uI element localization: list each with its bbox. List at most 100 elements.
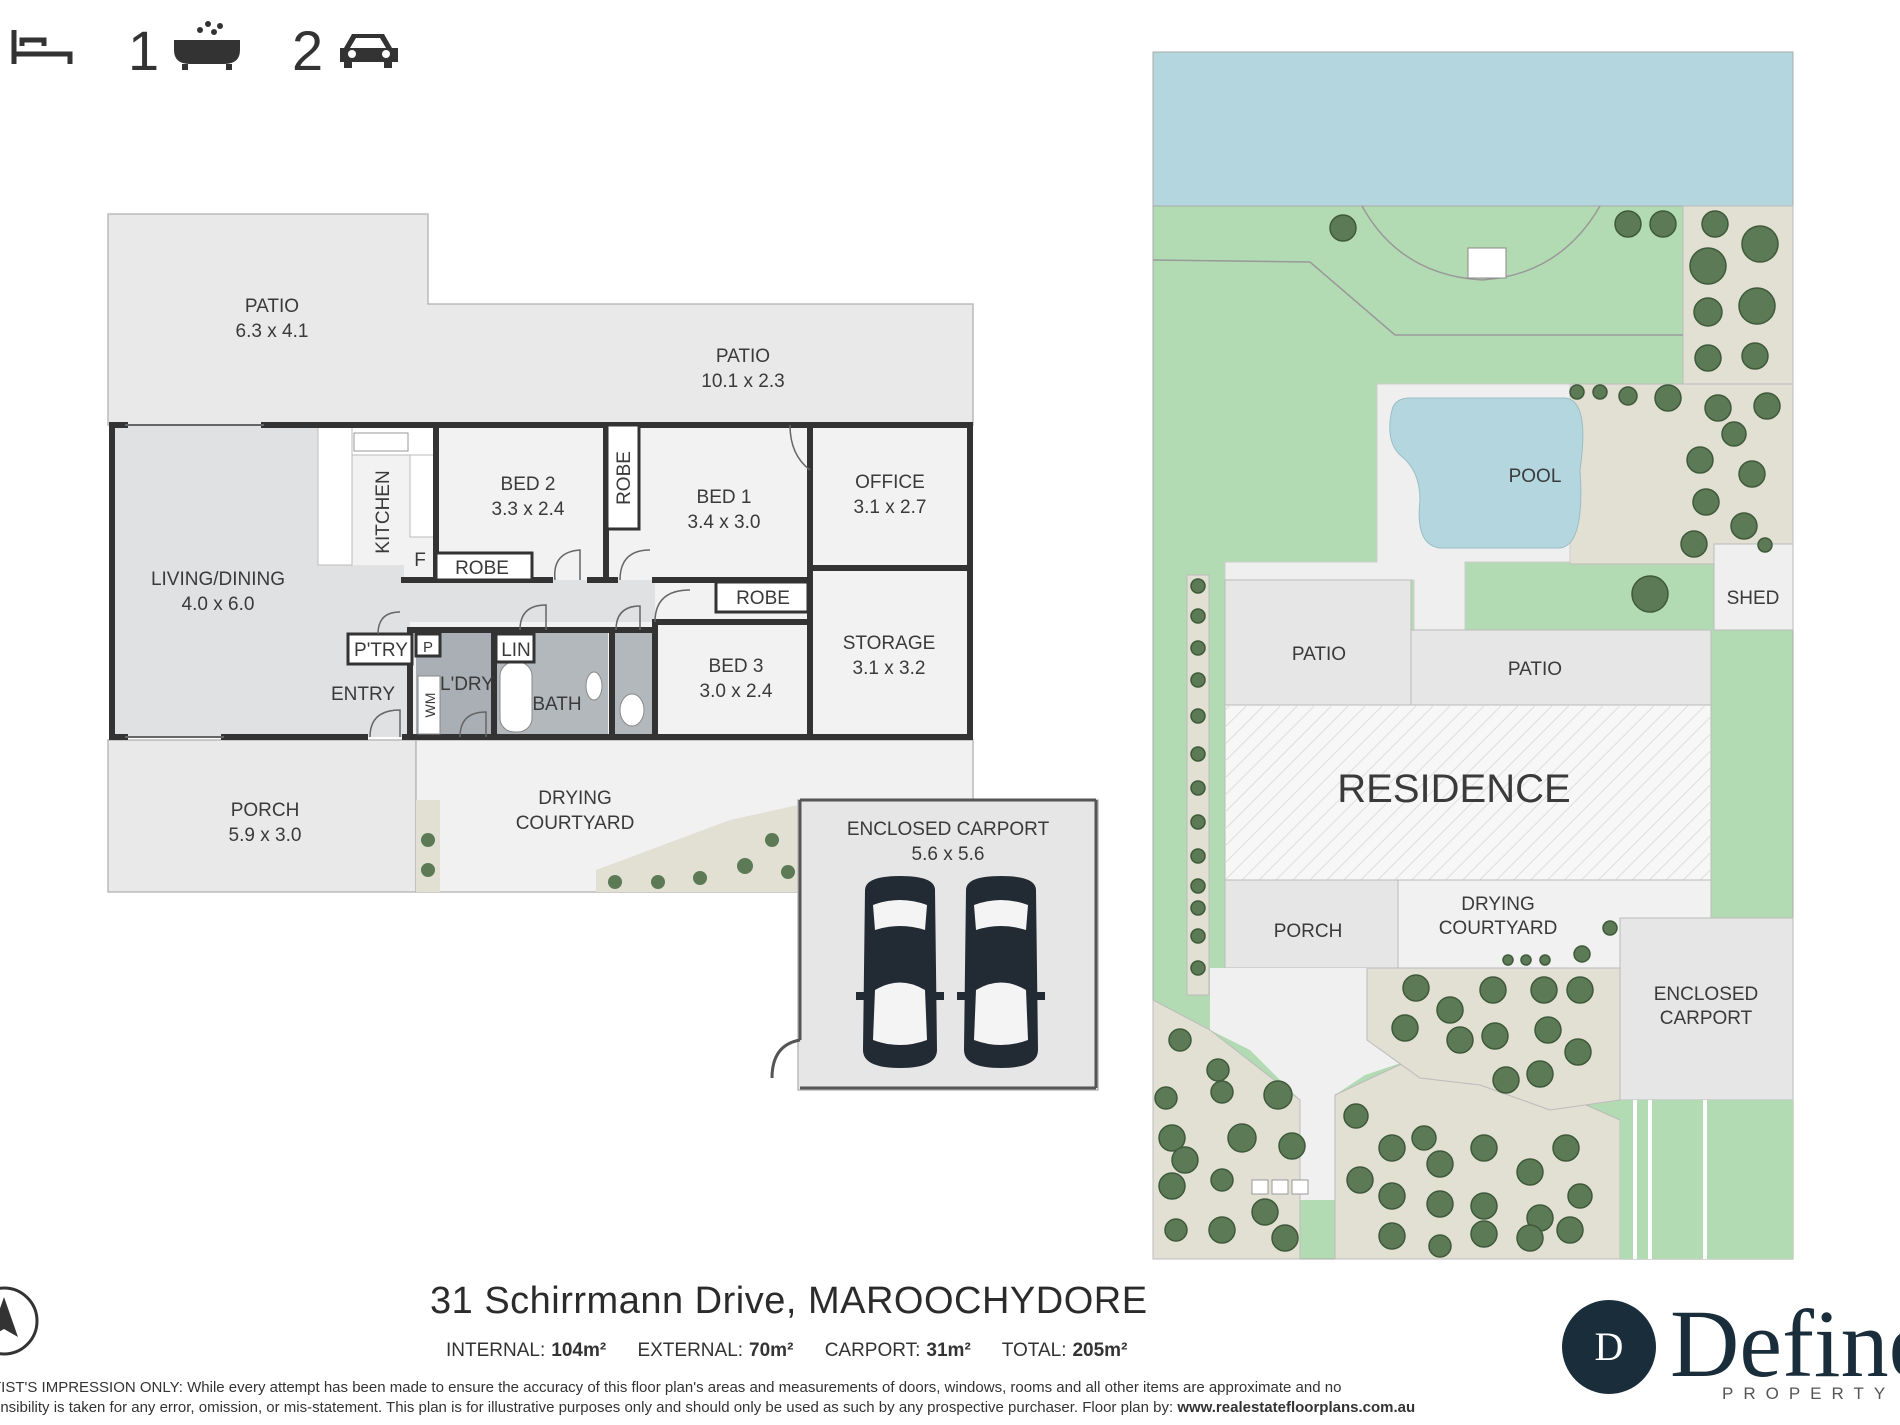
site-plan: POOL SHED PATIO PATIO RESIDENCE PORCH DR… (1152, 51, 1794, 1260)
living-dining-area (112, 425, 655, 737)
bed2-name: BED 2 (501, 474, 556, 495)
living-name: LIVING/DINING (151, 569, 285, 590)
p-box (414, 632, 442, 658)
site-shrubs (1154, 210, 1781, 1258)
brand-sub: PROPERTY (1722, 1384, 1896, 1403)
robe-bed1-label: ROBE (614, 451, 635, 505)
carport-walls (770, 798, 1098, 1090)
total-value: 205m² (1072, 1340, 1128, 1361)
brand-name: Define (1670, 1290, 1900, 1397)
robe-bed2-box (434, 551, 534, 582)
internal-value: 104m² (551, 1340, 607, 1361)
site-pool-label: POOL (1509, 466, 1562, 487)
floor-plan-labels: PATIO 6.3 x 4.1 PATIO 10.1 x 2.3 LIVING/… (151, 296, 1050, 865)
site-carport-2: CARPORT (1660, 1008, 1753, 1029)
lin-box (494, 632, 536, 664)
disclaimer-line-2: onsibility is taken for any error, omiss… (0, 1399, 1174, 1416)
fridge-label: F (414, 550, 426, 571)
drying-line2: COURTYARD (516, 813, 635, 834)
pool (1389, 397, 1584, 549)
drying-line1: DRYING (538, 788, 612, 809)
doors (369, 424, 811, 738)
porch-name: PORCH (231, 800, 300, 821)
car-silhouettes (856, 876, 1045, 1068)
brand-initial: D (1562, 1300, 1656, 1394)
office-name: OFFICE (855, 472, 925, 493)
steps (1467, 247, 1507, 279)
patio-area (107, 213, 974, 426)
pantry-box (346, 632, 414, 666)
bed1-dim: 3.4 x 3.0 (688, 512, 761, 533)
robe-bed1-box (605, 423, 641, 531)
site-drying-2: COURTYARD (1439, 918, 1558, 939)
carport-label: CARPORT: (824, 1340, 921, 1361)
patio-left-dim: 6.3 x 4.1 (236, 321, 309, 342)
porch-area (107, 739, 417, 893)
pantry-label: P'TRY (354, 640, 408, 661)
storage-dim: 3.1 x 3.2 (853, 658, 926, 679)
site-residence-label: RESIDENCE (1337, 767, 1570, 811)
patio-right-dim: 10.1 x 2.3 (701, 371, 784, 392)
kitchen-label: KITCHEN (373, 470, 394, 553)
sink (353, 432, 409, 452)
site-carport (1619, 917, 1794, 1101)
site-plan-labels: POOL SHED PATIO PATIO RESIDENCE PORCH DR… (1274, 466, 1780, 1029)
kitchen-counter (409, 454, 435, 538)
residence-porch (1224, 879, 1399, 969)
wm-label: WM (422, 693, 438, 718)
path (1361, 205, 1601, 281)
header-icons: 1 2 (11, 19, 398, 80)
porch-dim: 5.9 x 3.0 (229, 825, 302, 846)
patio-right-name: PATIO (716, 346, 770, 367)
external-label: EXTERNAL: (637, 1340, 744, 1361)
path (1152, 259, 1683, 336)
laundry-label: L'DRY (440, 674, 494, 695)
bed2-dim: 3.3 x 2.4 (492, 499, 565, 520)
area-summary: INTERNAL:104m² EXTERNAL:70m² CARPORT:31m… (446, 1340, 1153, 1362)
carport-name: ENCLOSED CARPORT (847, 819, 1050, 840)
basin (585, 671, 603, 701)
car-icon (340, 34, 398, 68)
shed (1713, 543, 1794, 631)
residence-patio (1410, 629, 1712, 706)
site-patio-b-label: PATIO (1508, 659, 1562, 680)
bed3-name: BED 3 (709, 656, 764, 677)
total-label: TOTAL: (1001, 1340, 1067, 1361)
office-dim: 3.1 x 2.7 (854, 497, 927, 518)
bathtub-icon (174, 21, 240, 70)
water-area (1152, 51, 1794, 207)
storage-name: STORAGE (843, 633, 936, 654)
bath-label: BATH (532, 694, 581, 715)
site-carport-1: ENCLOSED (1654, 984, 1759, 1005)
floor-plan: PATIO 6.3 x 4.1 PATIO 10.1 x 2.3 LIVING/… (107, 213, 1099, 1091)
entry-label: ENTRY (331, 684, 395, 705)
external-value: 70m² (749, 1340, 794, 1361)
toilet (619, 693, 645, 727)
car-count: 2 (292, 19, 323, 80)
bed1-name: BED 1 (697, 487, 752, 508)
robe-bed3-label: ROBE (736, 588, 790, 609)
disclaimer-line-1: TIST'S IMPRESSION ONLY: While every atte… (0, 1379, 1342, 1396)
bathtub (499, 661, 533, 733)
compass-icon (0, 1286, 39, 1356)
bed-icon (11, 30, 73, 64)
carport-dim: 5.6 x 5.6 (912, 844, 985, 865)
living-dim: 4.0 x 6.0 (182, 594, 255, 615)
carport-value: 31m² (926, 1340, 971, 1361)
courtyard-shrubs (421, 833, 795, 889)
disclaimer-url[interactable]: www.realestatefloorplans.com.au (1177, 1399, 1416, 1416)
residence-patio (1224, 579, 1412, 706)
site-drying-1: DRYING (1461, 894, 1535, 915)
p-label: P (423, 639, 433, 656)
bed3-dim: 3.0 x 2.4 (700, 681, 773, 702)
bins (1251, 1179, 1309, 1195)
site-porch-label: PORCH (1274, 921, 1343, 942)
robe-bed2-label: ROBE (455, 558, 509, 579)
robe-bed3-box (714, 580, 810, 614)
site-shed-label: SHED (1727, 588, 1780, 609)
patio-left-name: PATIO (245, 296, 299, 317)
wm-box (417, 675, 441, 735)
bath-count: 1 (128, 19, 159, 80)
property-address: 31 Schirrmann Drive, MAROOCHYDORE (430, 1280, 1148, 1322)
